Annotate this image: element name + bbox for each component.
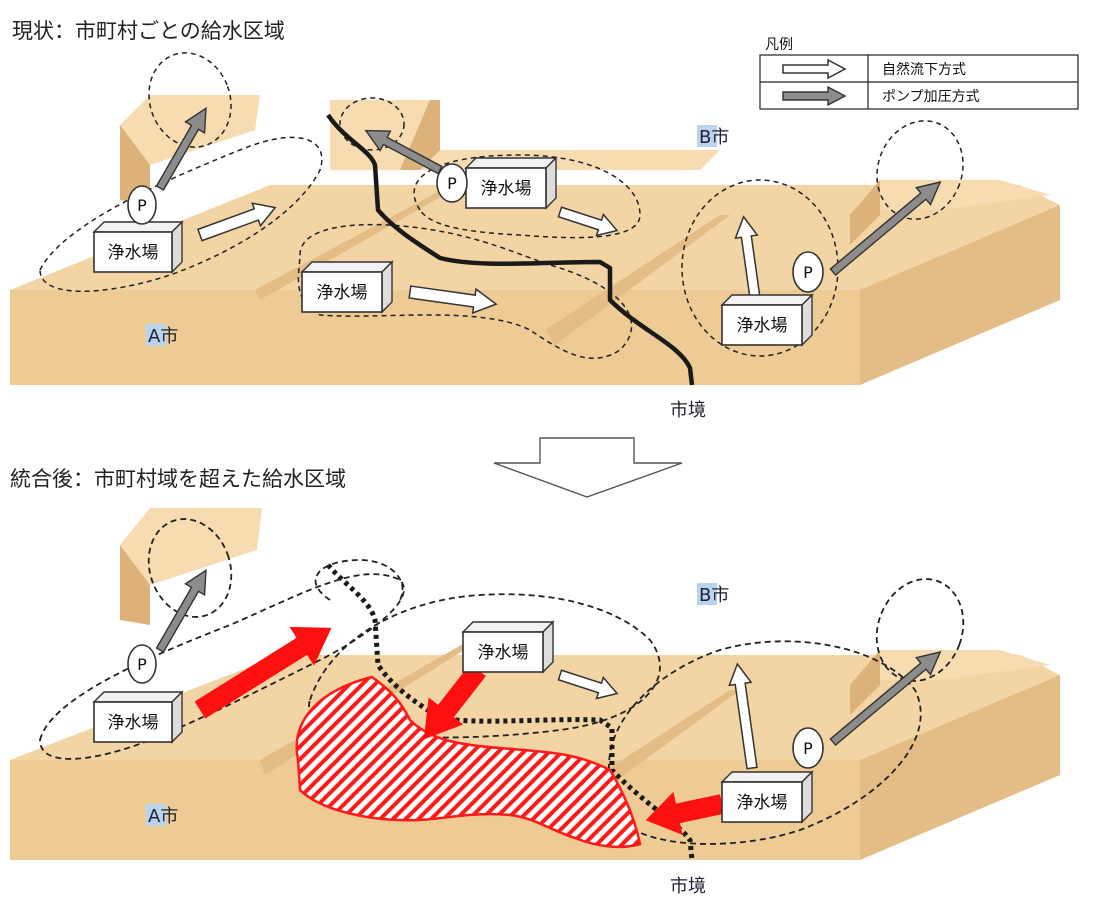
gravity-arrow — [557, 669, 619, 700]
top-heading: 現状：市町村ごとの給水区域 — [12, 19, 285, 43]
bottom-plant-2: 浄水場 — [461, 620, 555, 674]
svg-text:浄水場: 浄水場 — [478, 643, 529, 663]
pump-icon — [792, 727, 824, 769]
pump-arrow — [829, 181, 942, 277]
legend: 凡例 自然流下方式 ポンプ加圧方式 — [759, 37, 1079, 110]
merged-service-area — [295, 675, 642, 849]
bottom-flow-arrows — [155, 568, 942, 835]
integration-arrow — [423, 663, 486, 740]
top-flow-arrows — [155, 106, 942, 315]
svg-text:P: P — [447, 174, 457, 193]
pump-icon — [127, 185, 157, 225]
integration-arrow — [194, 626, 332, 719]
legend-white-arrow-icon — [782, 58, 847, 80]
top-plant-2: 浄水場 P — [436, 156, 558, 210]
gravity-arrow — [196, 202, 277, 242]
top-boundary-label: 市境 — [670, 400, 706, 421]
legend-item-pump: ポンプ加圧方式 — [882, 89, 980, 105]
legend-item-gravity: 自然流下方式 — [882, 61, 966, 78]
gravity-arrow — [557, 206, 619, 237]
bottom-city-a-label: A市 — [146, 804, 178, 827]
bottom-boundary-label: 市境 — [670, 876, 706, 897]
svg-text:P: P — [137, 196, 147, 215]
top-city-boundary-line — [326, 113, 695, 386]
svg-text:A市: A市 — [148, 326, 178, 347]
svg-text:浄水場: 浄水場 — [737, 316, 788, 336]
top-plant-1: 浄水場 P — [92, 185, 184, 274]
pump-arrow — [829, 651, 942, 747]
pump-arrow — [155, 106, 207, 191]
pump-arrow — [155, 568, 207, 653]
top-city-b-label: B市 — [697, 125, 729, 148]
svg-text:P: P — [137, 655, 147, 674]
bottom-city-boundary-line — [326, 563, 695, 861]
svg-text:A市: A市 — [148, 806, 178, 827]
bottom-plant-1: 浄水場 P — [92, 644, 184, 744]
gravity-arrow — [734, 215, 761, 300]
svg-text:浄水場: 浄水場 — [481, 179, 532, 199]
legend-grey-arrow-icon — [782, 85, 847, 107]
bottom-plant-3: 浄水場 P — [720, 727, 824, 824]
top-city-a-label: A市 — [146, 324, 178, 347]
integration-arrow — [645, 791, 725, 835]
pump-arrow — [364, 129, 443, 175]
transition-arrow-icon — [493, 437, 683, 498]
svg-text:浄水場: 浄水場 — [108, 243, 159, 263]
gravity-arrow — [408, 285, 498, 315]
svg-text:P: P — [803, 263, 813, 282]
top-plant-3: 浄水場 — [300, 260, 394, 314]
svg-text:B市: B市 — [699, 127, 729, 148]
pump-icon — [436, 163, 468, 203]
bottom-city-b-label: B市 — [697, 583, 729, 606]
svg-text:B市: B市 — [699, 585, 729, 606]
legend-title: 凡例 — [765, 37, 793, 53]
svg-text:P: P — [803, 739, 813, 758]
svg-text:浄水場: 浄水場 — [108, 713, 159, 733]
svg-text:浄水場: 浄水場 — [317, 283, 368, 303]
bottom-panel: 統合後：市町村域を超えた給水区域 — [10, 467, 1060, 897]
svg-text:浄水場: 浄水場 — [737, 793, 788, 813]
pump-icon — [792, 251, 824, 293]
pump-icon — [127, 644, 157, 684]
gravity-arrow — [728, 662, 758, 770]
bottom-heading: 統合後：市町村域を超えた給水区域 — [10, 467, 346, 491]
top-plant-4: 浄水場 P — [720, 251, 824, 347]
top-panel: 現状：市町村ごとの給水区域 — [10, 19, 1060, 421]
